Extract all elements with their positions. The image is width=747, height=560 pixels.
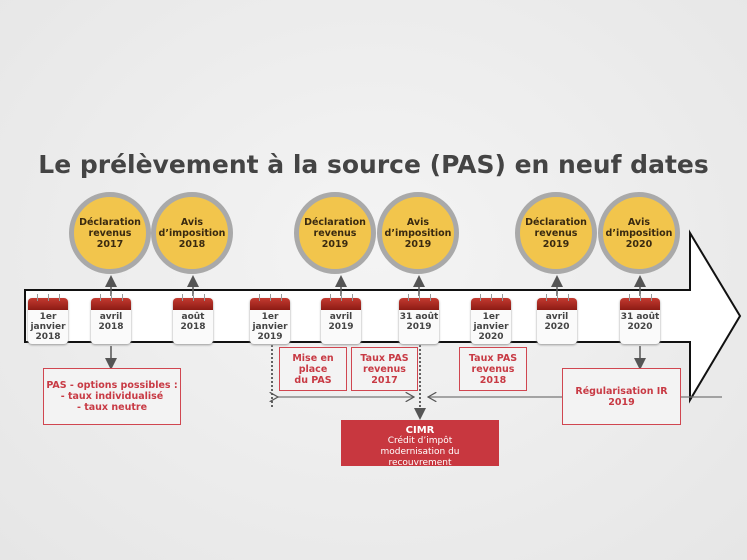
calendar-icon: 1er janvier 2019	[250, 294, 290, 344]
cimr-title: CIMR	[405, 425, 435, 436]
cimr-box: CIMR Crédit d’impôt modernisation du rec…	[341, 420, 499, 468]
calendar-icon: août 2018	[173, 294, 213, 344]
options-note: PAS - options possibles : - taux individ…	[43, 368, 181, 425]
mise-en-place-note: Mise en place du PAS	[279, 347, 347, 391]
calendar-icon: 31 août 2019	[399, 294, 439, 344]
cimr-subtitle: Crédit d’impôt modernisation du recouvre…	[380, 436, 460, 468]
slide-title: Le prélèvement à la source (PAS) en neuf…	[38, 150, 709, 179]
calendar-icon: 1er janvier 2018	[28, 294, 68, 344]
calendar-icon: avril 2019	[321, 294, 361, 344]
calendar-icon: avril 2018	[91, 294, 131, 344]
event-circle: Déclaration revenus 2017	[69, 192, 151, 274]
date-label: 1er janvier 2020	[473, 312, 509, 342]
date-label: 1er janvier 2018	[30, 312, 66, 342]
date-label: avril 2018	[98, 312, 124, 332]
taux-2018-note: Taux PAS revenus 2018	[459, 347, 527, 391]
date-label: 31 août 2019	[399, 312, 439, 332]
date-label: avril 2020	[544, 312, 570, 332]
event-circle: Avis d’imposition 2018	[151, 192, 233, 274]
event-circle: Déclaration revenus 2019	[515, 192, 597, 274]
date-label: août 2018	[180, 312, 206, 332]
regularisation-note: Régularisation IR 2019	[562, 368, 681, 425]
event-circle: Avis d’imposition 2020	[598, 192, 680, 274]
taux-2017-note: Taux PAS revenus 2017	[351, 347, 418, 391]
date-label: avril 2019	[328, 312, 354, 332]
date-label: 1er janvier 2019	[252, 312, 288, 342]
event-circle: Déclaration revenus 2019	[294, 192, 376, 274]
calendar-icon: 1er janvier 2020	[471, 294, 511, 344]
event-circle: Avis d’imposition 2019	[377, 192, 459, 274]
date-label: 31 août 2020	[620, 312, 660, 332]
calendar-icon: avril 2020	[537, 294, 577, 344]
calendar-icon: 31 août 2020	[620, 294, 660, 344]
